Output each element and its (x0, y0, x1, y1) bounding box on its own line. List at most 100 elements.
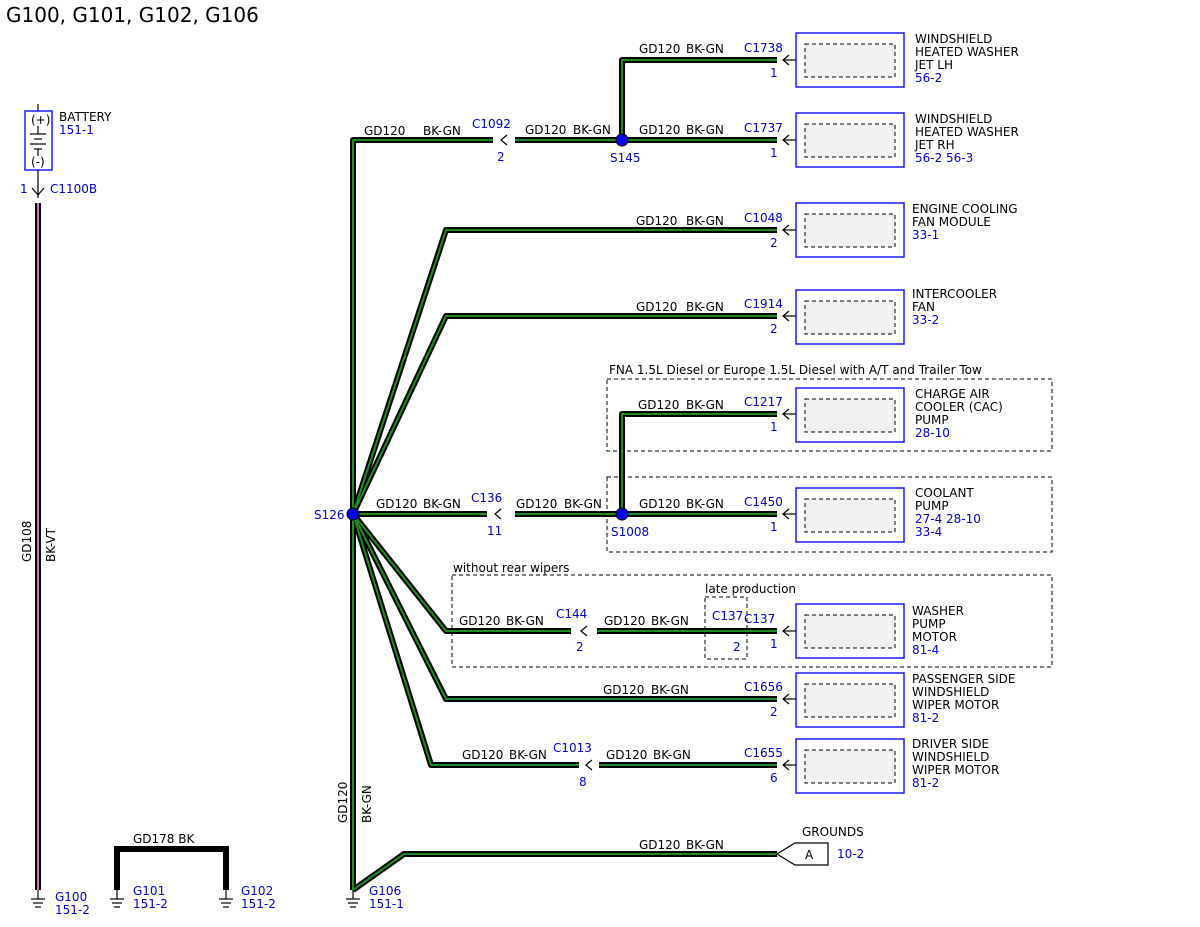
wire-label-code: GD120 (639, 42, 680, 56)
component-ref: 81-2 (912, 776, 939, 790)
battery-symbol (24, 104, 53, 198)
component-name-line: HEATED WASHER (915, 45, 1019, 59)
component-pin: 1 (770, 420, 778, 434)
wire-label-code: GD120 (636, 214, 677, 228)
battery-minus-label: (-) (31, 155, 45, 169)
component-name-line: HEATED WASHER (915, 125, 1019, 139)
component-connector: C1450 (744, 495, 783, 509)
component-name-line: COOLANT (915, 486, 974, 500)
component-pin: 1 (770, 637, 778, 651)
component-name-line: PASSENGER SIDE (912, 672, 1015, 686)
connector-c1092-pin: 2 (497, 150, 505, 164)
wire-segment-core (352, 139, 493, 890)
component-name-line: COOLER (CAC) (915, 400, 1003, 414)
wire-label-color: BK-GN (573, 123, 611, 137)
wire-segment-core (352, 513, 571, 632)
wire-label-color: BK-GN (360, 785, 374, 823)
component-box-inner (804, 498, 896, 533)
wire-label-color: BK-GN (651, 683, 689, 697)
connector-c136: C136 (471, 491, 502, 505)
page-title: G100, G101, G102, G106 (6, 3, 259, 27)
component-name-line: DRIVER SIDE (912, 737, 989, 751)
component-name-line: WASHER (912, 604, 964, 618)
wire-label-code: GD120 (638, 398, 679, 412)
wire-label-code: GD120 (639, 838, 680, 852)
ground-g102-symbol (219, 890, 233, 908)
ground-g106-label: G106 (369, 884, 401, 898)
connector-c1013: C1013 (553, 741, 592, 755)
wire-label-color: BK-GN (509, 748, 547, 762)
wire-segment (351, 851, 777, 893)
component-name-line: FAN MODULE (912, 215, 991, 229)
component-pin: 2 (770, 322, 778, 336)
wire-label-color: BK-GN (651, 614, 689, 628)
ground-g102-label: G102 (241, 884, 273, 898)
component-ref: 56-2 56-3 (915, 151, 973, 165)
component-pin: 2 (770, 236, 778, 250)
wire-label-color: BK-GN (653, 748, 691, 762)
wire-segment-core (621, 59, 777, 140)
splice-s126 (346, 507, 360, 521)
grounds-page-ref (775, 842, 829, 866)
ground-g101-ref: 151-2 (133, 897, 168, 911)
battery-name: BATTERY (59, 110, 112, 124)
component-box-inner (804, 749, 896, 784)
wire-label-code: GD120 (516, 497, 557, 511)
component-box-inner (804, 123, 896, 158)
connector-c144: C144 (556, 607, 587, 621)
connector-c1092: C1092 (472, 117, 511, 131)
component-pin: 1 (770, 66, 778, 80)
grounds-ref: 10-2 (837, 847, 864, 861)
wire-segment-core (352, 315, 777, 515)
component-name-line: FAN (912, 300, 935, 314)
wire-label-code: GD120 (462, 748, 503, 762)
wire-label-code: GD120 (376, 497, 417, 511)
ground-g101-label: G101 (133, 884, 165, 898)
wire-label-color: BK-GN (686, 123, 724, 137)
wire-gd120-harness (350, 57, 777, 893)
component-connector: C137 (744, 612, 775, 626)
component-connector: C1737 (744, 121, 783, 135)
component-pin: 2 (770, 705, 778, 719)
option-rear-wipers-label: without rear wipers (453, 561, 569, 575)
wire-label-code: GD120 (639, 123, 680, 137)
battery-connector: C1100B (50, 182, 97, 196)
wire-label-code: GD120 (606, 748, 647, 762)
option-fna-label: FNA 1.5L Diesel or Europe 1.5L Diesel wi… (609, 363, 982, 377)
component-box-inner (804, 300, 896, 335)
wire-label-color: BK-GN (686, 42, 724, 56)
splice-s126-label: S126 (314, 508, 345, 522)
wire-segment-core (621, 413, 777, 514)
connector-c137-late-pin: 2 (733, 640, 741, 654)
ground-g100-label: G100 (55, 890, 87, 904)
option-box-fna (606, 378, 1053, 452)
component-name-line: WINDSHIELD (915, 112, 992, 126)
wire-segment-core (352, 513, 579, 766)
wire-label-color: BK-GN (564, 497, 602, 511)
wire-segment (350, 513, 579, 768)
ground-g100-symbol (31, 890, 45, 908)
component-ref: 81-4 (912, 643, 939, 657)
component-ref: 27-4 28-10 (915, 512, 981, 526)
component-connector: C1217 (744, 395, 783, 409)
grounds-letter: A (805, 848, 814, 862)
ground-g100-ref: 151-2 (55, 903, 90, 917)
component-name-line: JET LH (914, 58, 953, 72)
component-name-line: WINDSHIELD (915, 32, 992, 46)
component-pin: 1 (770, 146, 778, 160)
component-name-line: JET RH (914, 138, 955, 152)
component-box-inner (804, 398, 896, 433)
wire-label-code: GD120 (336, 782, 350, 823)
wire-segment-core (352, 229, 777, 515)
component-name-line: MOTOR (912, 630, 957, 644)
component-ref: 33-1 (912, 228, 939, 242)
component-name-line: WIPER MOTOR (912, 763, 999, 777)
wire-label-code: GD120 (604, 614, 645, 628)
wire-label-color: BK-GN (686, 214, 724, 228)
battery-ref: 151-1 (59, 123, 94, 137)
component-pin: 6 (770, 771, 778, 785)
splice-s145-label: S145 (610, 151, 641, 165)
component-ref: 81-2 (912, 711, 939, 725)
wire-label-code: GD120 (639, 497, 680, 511)
